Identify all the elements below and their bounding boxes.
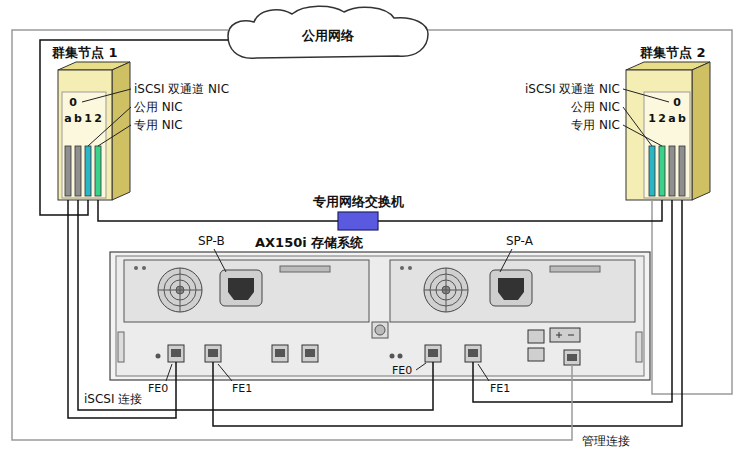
cable-line <box>40 40 228 215</box>
nic-callout: iSCSI 双通道 NIC <box>525 82 620 96</box>
port-label: 2 <box>658 112 666 125</box>
cable-line <box>98 200 338 221</box>
server-tower <box>58 62 130 200</box>
port-label: b <box>678 112 686 125</box>
node-title: 公用网络 <box>302 28 354 43</box>
nic-callout: 专用 NIC <box>571 118 620 132</box>
cable-line <box>68 200 176 418</box>
cable-line <box>428 30 732 394</box>
nic-callout: iSCSI 双通道 NIC <box>134 82 229 96</box>
port-callout: FE0 <box>392 364 412 377</box>
port-callout: FE1 <box>490 382 510 395</box>
port-label: b <box>74 112 82 125</box>
cluster-node: 群集节点 1 <box>58 62 130 200</box>
cloud-network: 公用网络 <box>228 4 428 62</box>
storage-system: AX150i 存储系统 <box>110 252 650 380</box>
port-callout: FE1 <box>232 382 252 395</box>
port-callout: FE0 <box>148 382 168 395</box>
cluster-node: 群集节点 2 <box>626 62 710 200</box>
leader-lines <box>82 89 669 381</box>
switch-box <box>338 212 378 230</box>
cloud-shape <box>228 6 428 58</box>
storage-chassis <box>110 252 650 380</box>
nic-callout: 公用 NIC <box>134 100 183 114</box>
connection-label: 管理连接 <box>582 434 630 448</box>
cable-line <box>473 200 672 402</box>
cable-line <box>12 30 572 440</box>
port-label: 1 <box>84 112 92 125</box>
port-label: a <box>668 112 675 125</box>
node-title: AX150i 存储系统 <box>255 235 363 250</box>
node-title: 专用网络交换机 <box>313 194 404 209</box>
cable-line <box>213 200 682 426</box>
port-label: 0 <box>673 96 681 109</box>
port-label: 2 <box>94 112 102 125</box>
nic-callout: 公用 NIC <box>571 100 620 114</box>
processor-callout: SP-B <box>198 234 225 248</box>
node-title: 群集节点 2 <box>640 45 706 60</box>
cable-line <box>78 200 433 410</box>
port-label: 0 <box>69 96 77 109</box>
connection-label: iSCSI 连接 <box>84 392 142 406</box>
cable-line <box>378 200 662 221</box>
nic-callout: 专用 NIC <box>134 118 183 132</box>
port-label: a <box>64 112 71 125</box>
network-switch: 专用网络交换机 <box>338 212 378 230</box>
port-label: 1 <box>648 112 656 125</box>
processor-callout: SP-A <box>506 234 533 248</box>
node-title: 群集节点 1 <box>52 45 118 60</box>
server-tower <box>626 62 710 200</box>
